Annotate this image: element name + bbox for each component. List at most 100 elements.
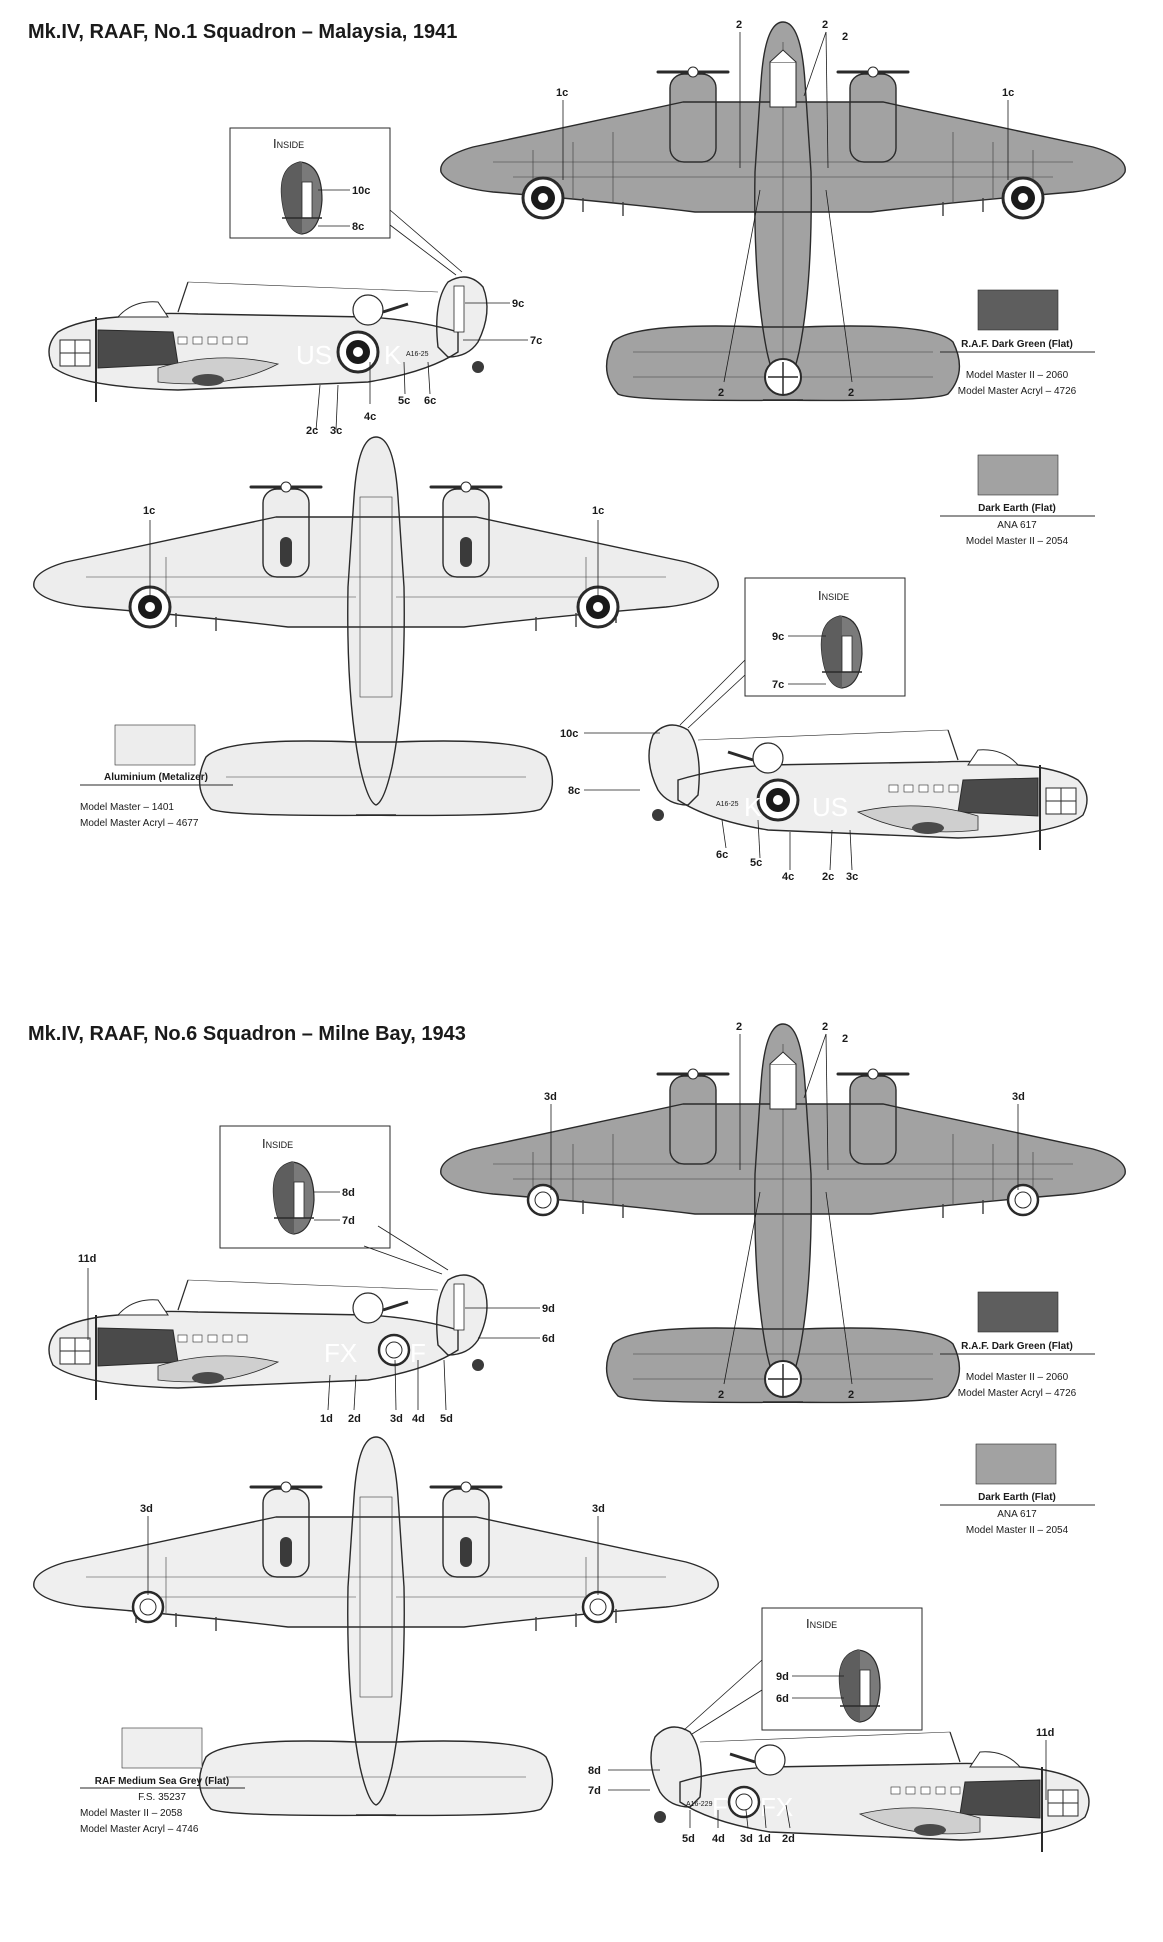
- swatch-line: Model Master Acryl – 4726: [958, 386, 1077, 397]
- callout-label: 9d: [542, 1303, 555, 1315]
- swatch-line: ANA 617: [997, 1509, 1037, 1520]
- right-side-callouts: 11d 8d 7d 5d 4d 3d 1d 2d: [588, 1727, 1054, 1845]
- callout-label: 3c: [330, 425, 342, 437]
- swatch-chip: [977, 454, 1059, 496]
- aircraft-right-side-view: [630, 1722, 1100, 1852]
- inside-detail-box: Inside 8d 7d: [219, 1125, 449, 1275]
- serial-number: A16-25: [716, 801, 739, 808]
- aircraft-left-side-view: FX F: [38, 1270, 508, 1400]
- callout-label: 2: [842, 31, 848, 43]
- swatch-chip: [121, 1727, 203, 1769]
- swatch-line: Model Master – 1401: [80, 802, 174, 813]
- serial-number: A16-25: [406, 351, 429, 358]
- swatch-chip: [977, 289, 1059, 331]
- callout-label: 2d: [348, 1413, 361, 1425]
- callout-label: 8d: [588, 1765, 601, 1777]
- callout-label: 7c: [530, 335, 542, 347]
- swatch-name: R.A.F. Dark Green (Flat): [961, 339, 1073, 350]
- callout-label: 5d: [682, 1833, 695, 1845]
- callout-label: 2: [718, 1389, 724, 1401]
- right-side-codes: K US A16-25: [716, 792, 848, 822]
- callout-label: 3d: [1012, 1091, 1025, 1103]
- inside-title: Inside: [818, 588, 849, 603]
- fuselage-code: F: [712, 1792, 728, 1822]
- aircraft-top-view: [433, 22, 1133, 412]
- callout-label: 2: [842, 1033, 848, 1045]
- section-title: Mk.IV, RAAF, No.1 Squadron – Malaysia, 1…: [28, 21, 457, 43]
- swatch-chip: [114, 724, 196, 766]
- section-title: Mk.IV, RAAF, No.6 Squadron – Milne Bay, …: [28, 1023, 466, 1045]
- fuselage-code: F: [410, 1338, 426, 1368]
- callout-label: 10c: [352, 185, 370, 197]
- top-view-callouts: 2 2 2 1c 1c 2 2: [556, 19, 1014, 399]
- swatch-line: Model Master Acryl – 4746: [80, 1824, 199, 1835]
- paint-swatch-dark-earth: Dark Earth (Flat) ANA 617 Model Master I…: [940, 454, 1095, 547]
- callout-label: 6d: [776, 1693, 789, 1705]
- swatch-name: RAF Medium Sea Grey (Flat): [95, 1776, 229, 1787]
- callout-label: 11d: [1036, 1727, 1054, 1739]
- callout-label: 8d: [342, 1187, 355, 1199]
- paint-swatch-dark-green: R.A.F. Dark Green (Flat) Model Master II…: [940, 289, 1095, 397]
- fuselage-code: K: [384, 340, 402, 370]
- swatch-chip: [975, 1443, 1057, 1485]
- fuselage-code: K: [744, 792, 762, 822]
- aircraft-bottom-view: [34, 1437, 718, 1815]
- callout-label: 1d: [758, 1833, 771, 1845]
- callout-label: 2d: [782, 1833, 795, 1845]
- right-side-callouts: 10c 8c 6c 5c 4c 2c 3c: [560, 728, 858, 883]
- roundel-marking: [521, 176, 1045, 220]
- inside-title: Inside: [273, 136, 304, 151]
- callout-label: 10c: [560, 728, 578, 740]
- callout-label: 4c: [782, 871, 794, 883]
- swatch-name: Dark Earth (Flat): [978, 503, 1056, 514]
- aircraft-left-side-view: US K A16-25: [38, 272, 508, 402]
- swatch-chip: [977, 1291, 1059, 1333]
- callout-label: 2: [848, 1389, 854, 1401]
- callout-label: 4d: [412, 1413, 425, 1425]
- callout-label: 9d: [776, 1671, 789, 1683]
- fuselage-code: FX: [324, 1338, 357, 1368]
- callout-label: 3d: [544, 1091, 557, 1103]
- section-1: Mk.IV, RAAF, No.1 Squadron – Malaysia, 1…: [28, 19, 1133, 883]
- swatch-line: F.S. 35237: [138, 1792, 186, 1803]
- callout-label: 3d: [390, 1413, 403, 1425]
- bottom-view-callouts: 3d 3d: [140, 1503, 605, 1595]
- paint-swatch-aluminium: Aluminium (Metalizer) Model Master – 140…: [80, 724, 233, 829]
- callout-label: 4c: [364, 411, 376, 423]
- aircraft-top-view: [433, 1024, 1133, 1414]
- bottom-view-callouts: 1c 1c: [143, 505, 604, 600]
- callout-label: 9c: [772, 631, 784, 643]
- callout-label: 9c: [512, 298, 524, 310]
- swatch-line: Model Master II – 2060: [966, 1372, 1069, 1383]
- callout-label: 2: [736, 19, 742, 31]
- callout-label: 2: [822, 19, 828, 31]
- callout-label: 7d: [342, 1215, 355, 1227]
- callout-label: 3d: [740, 1833, 753, 1845]
- callout-label: 3d: [140, 1503, 153, 1515]
- callout-label: 5d: [440, 1413, 453, 1425]
- callout-label: 1c: [1002, 87, 1014, 99]
- callout-label: 8c: [568, 785, 580, 797]
- left-side-callouts: 11d 9d 6d 1d 2d 3d 4d 5d: [78, 1253, 555, 1425]
- swatch-name: Dark Earth (Flat): [978, 1492, 1056, 1503]
- swatch-line: ANA 617: [997, 520, 1037, 531]
- inside-detail-box: Inside 9c 7c: [679, 577, 906, 729]
- callout-label: 1c: [556, 87, 568, 99]
- callout-label: 6c: [424, 395, 436, 407]
- callout-label: 2: [736, 1021, 742, 1033]
- inside-detail-box: Inside 9d 6d: [683, 1607, 923, 1735]
- swatch-line: Model Master II – 2054: [966, 1525, 1069, 1536]
- callout-label: 6d: [542, 1333, 555, 1345]
- callout-label: 1c: [143, 505, 155, 517]
- callout-label: 3d: [592, 1503, 605, 1515]
- callout-label: 2: [848, 387, 854, 399]
- callout-label: 2c: [306, 425, 318, 437]
- callout-label: 4d: [712, 1833, 725, 1845]
- paint-swatch-medium-sea-grey: RAF Medium Sea Grey (Flat) F.S. 35237 Mo…: [80, 1727, 245, 1835]
- callout-label: 11d: [78, 1253, 96, 1265]
- aircraft-bottom-view: [34, 437, 718, 815]
- callout-label: 1d: [320, 1413, 333, 1425]
- callout-label: 2: [822, 1021, 828, 1033]
- callout-label: 3c: [846, 871, 858, 883]
- top-view-callouts: 2 2 2 3d 3d 2 2: [544, 1021, 1025, 1401]
